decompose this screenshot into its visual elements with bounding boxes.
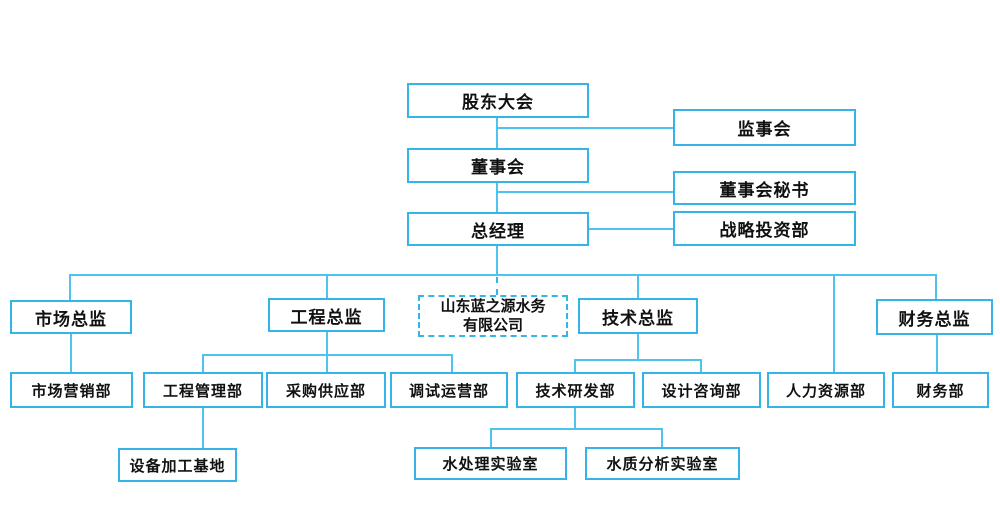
node-human-resources-dept: 人力资源部 xyxy=(767,372,885,408)
connector-line xyxy=(326,354,328,372)
connector-line xyxy=(202,408,204,448)
connector-line xyxy=(589,228,673,230)
node-marketing-dept: 市场营销部 xyxy=(10,372,133,408)
node-design-consulting-dept: 设计咨询部 xyxy=(642,372,761,408)
connector-line xyxy=(637,334,639,361)
node-water-treatment-lab: 水处理实验室 xyxy=(414,447,567,480)
connector-line xyxy=(451,354,453,372)
company-name-line2: 有限公司 xyxy=(462,316,523,334)
connector-line xyxy=(490,428,663,430)
connector-line xyxy=(496,246,498,276)
connector-line xyxy=(936,335,938,372)
node-general-manager: 总经理 xyxy=(407,212,589,246)
connector-line xyxy=(661,428,663,447)
node-engineering-management-dept: 工程管理部 xyxy=(143,372,263,408)
node-equipment-processing-base: 设备加工基地 xyxy=(118,448,237,482)
connector-line xyxy=(574,408,576,430)
node-engineering-director: 工程总监 xyxy=(268,298,385,332)
node-company: 山东蓝之源水务 有限公司 xyxy=(418,295,568,337)
node-shareholders-meeting: 股东大会 xyxy=(407,83,589,118)
connector-line xyxy=(574,359,576,372)
connector-line xyxy=(69,274,71,300)
connector-line xyxy=(496,118,498,148)
connector-line xyxy=(637,274,639,298)
connector-line xyxy=(574,359,702,361)
company-name-line1: 山东蓝之源水务 xyxy=(440,297,546,316)
connector-line xyxy=(833,274,835,372)
connector-line xyxy=(202,354,204,372)
connector-line xyxy=(496,277,498,295)
node-commissioning-operations-dept: 调试运营部 xyxy=(390,372,508,408)
connector-line xyxy=(496,183,498,212)
connector-line xyxy=(69,274,937,276)
node-finance-dept: 财务部 xyxy=(892,372,989,408)
connector-line xyxy=(70,334,72,372)
node-finance-director: 财务总监 xyxy=(876,299,993,335)
node-supervisory-board: 监事会 xyxy=(673,109,856,146)
node-technology-rnd-dept: 技术研发部 xyxy=(516,372,635,408)
connector-line xyxy=(700,359,702,372)
connector-line xyxy=(326,274,328,298)
node-technical-director: 技术总监 xyxy=(578,298,698,334)
connector-line xyxy=(490,428,492,447)
connector-line xyxy=(497,127,673,129)
node-board-of-directors: 董事会 xyxy=(407,148,589,183)
node-board-secretary: 董事会秘书 xyxy=(673,171,856,205)
connector-line xyxy=(326,332,328,356)
connector-line xyxy=(935,274,937,299)
connector-line xyxy=(497,191,673,193)
node-strategic-investment-dept: 战略投资部 xyxy=(673,211,856,246)
node-procurement-supply-dept: 采购供应部 xyxy=(266,372,386,408)
node-marketing-director: 市场总监 xyxy=(10,300,132,334)
node-water-quality-analysis-lab: 水质分析实验室 xyxy=(585,447,740,480)
